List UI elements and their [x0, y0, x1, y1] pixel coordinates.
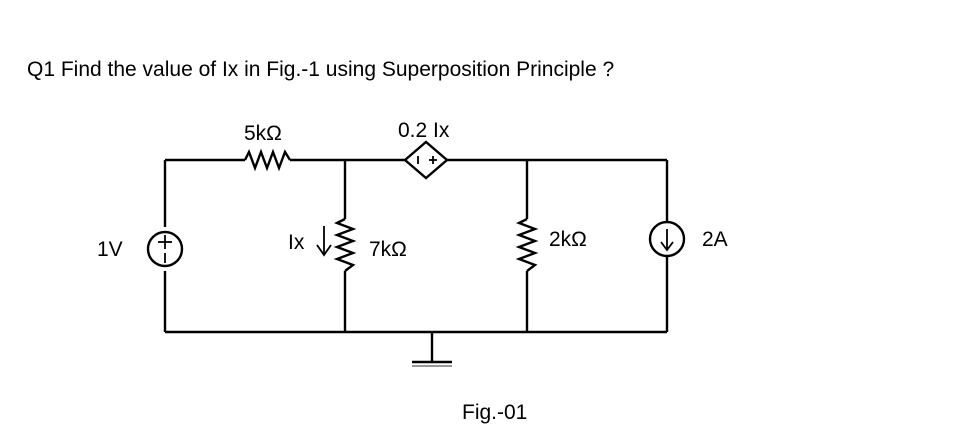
ground-icon [412, 332, 452, 367]
current-source-label: 2A [702, 228, 728, 251]
voltage-source-label: 1V [97, 238, 123, 261]
dependent-current-source-icon [403, 140, 449, 180]
figure-caption: Fig.-01 [462, 401, 527, 424]
question-text: Q1 Find the value of Ix in Fig.-1 using … [27, 58, 615, 81]
arrow-down-icon [316, 226, 332, 257]
resistor-7k-icon [333, 217, 357, 272]
resistor-2k-icon [515, 217, 539, 272]
circuit-wires [163, 158, 669, 334]
resistor-5k-label: 5kΩ [244, 122, 282, 145]
resistor-2k-label: 2kΩ [549, 228, 587, 251]
dc-voltage-source-icon [146, 230, 184, 268]
dependent-source-label: 0.2 Ix [398, 119, 450, 142]
current-ix-label: Ix [288, 231, 305, 254]
resistor-5k-icon [243, 148, 292, 172]
current-source-icon [648, 220, 686, 258]
resistor-7k-label: 7kΩ [369, 238, 407, 261]
